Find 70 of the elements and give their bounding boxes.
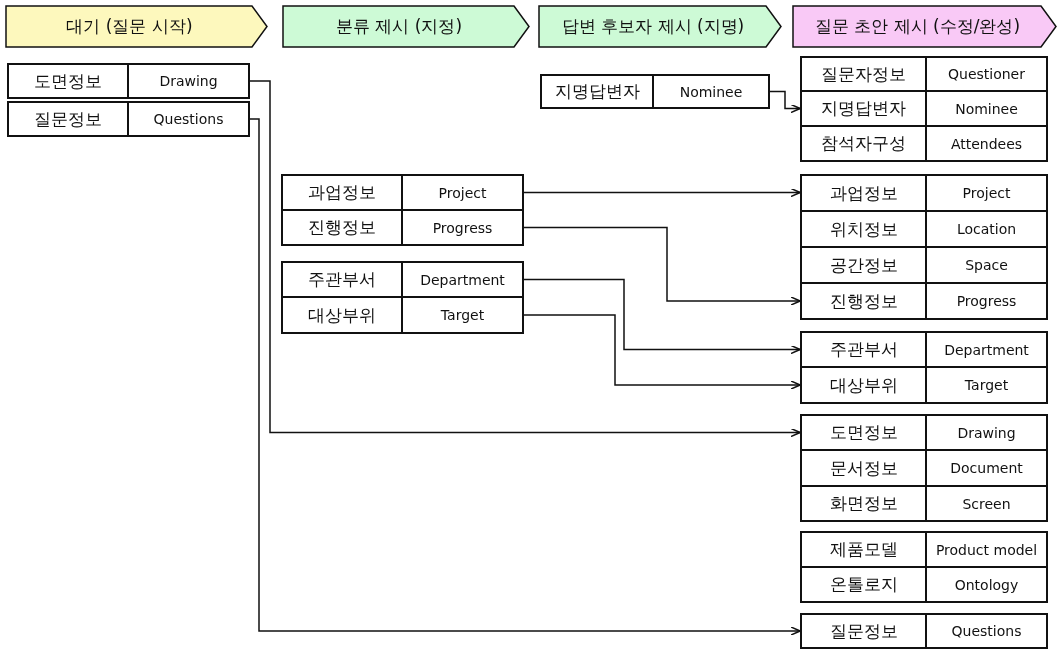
english-term: Ontology bbox=[953, 576, 1020, 593]
korean-term: 대상부위 bbox=[802, 368, 927, 402]
stage-label: 답변 후보자 제시 (지명) bbox=[560, 15, 746, 38]
table-row bbox=[800, 282, 1048, 320]
table-row bbox=[7, 101, 250, 137]
english-term: Product model bbox=[934, 541, 1039, 558]
english-term: Target bbox=[963, 377, 1010, 393]
korean-term: 진행정보 bbox=[802, 284, 927, 318]
table-row bbox=[800, 210, 1048, 248]
table-row bbox=[800, 566, 1048, 603]
english-term: Drawing bbox=[158, 73, 219, 89]
english-term: Space bbox=[964, 257, 1009, 273]
english-term: Target bbox=[439, 307, 486, 323]
english-term: Project bbox=[961, 185, 1012, 201]
table-row bbox=[281, 174, 524, 211]
table-row bbox=[800, 331, 1048, 368]
table-row bbox=[800, 246, 1048, 284]
korean-term: 대상부위 bbox=[283, 298, 403, 332]
english-term: Document bbox=[949, 460, 1024, 476]
stage-header-banner bbox=[282, 5, 530, 48]
table-row bbox=[800, 531, 1048, 568]
table-row bbox=[800, 174, 1048, 212]
table-row bbox=[800, 56, 1048, 92]
stage-header-banner bbox=[5, 5, 268, 48]
english-term: Department bbox=[419, 271, 506, 288]
arrow bbox=[523, 278, 801, 355]
korean-term: 지명답변자 bbox=[542, 76, 654, 107]
table-row bbox=[800, 414, 1048, 451]
table-row bbox=[800, 449, 1048, 487]
table-row bbox=[800, 125, 1048, 162]
english-term: Progress bbox=[431, 219, 494, 236]
stage-label: 질문 초안 제시 (수정/완성) bbox=[813, 15, 1022, 38]
korean-term: 온톨로지 bbox=[802, 568, 927, 601]
stage-header-banner bbox=[792, 5, 1057, 48]
english-term: Nominee bbox=[954, 100, 1019, 117]
korean-term: 도면정보 bbox=[9, 65, 129, 97]
english-term: Drawing bbox=[956, 424, 1017, 441]
korean-term: 질문정보 bbox=[9, 103, 129, 135]
stage-label: 대기 (질문 시작) bbox=[65, 15, 194, 38]
english-term: Project bbox=[437, 184, 488, 201]
table-row bbox=[281, 296, 524, 334]
english-term: Attendees bbox=[949, 135, 1024, 152]
korean-term: 진행정보 bbox=[283, 211, 403, 244]
english-term: Department bbox=[943, 341, 1030, 358]
english-term: Questions bbox=[950, 623, 1023, 639]
korean-term: 질문정보 bbox=[802, 615, 927, 647]
arrow bbox=[249, 118, 801, 636]
arrow bbox=[769, 90, 801, 114]
table-row bbox=[281, 209, 524, 246]
korean-term: 화면정보 bbox=[802, 487, 927, 520]
table-row bbox=[800, 613, 1048, 649]
arrow bbox=[523, 226, 801, 306]
english-term: Progress bbox=[955, 293, 1018, 309]
table-row bbox=[281, 261, 524, 298]
table-row bbox=[800, 90, 1048, 127]
stage-header-banner bbox=[538, 5, 782, 48]
english-term: Questioner bbox=[947, 66, 1026, 82]
arrow bbox=[249, 80, 801, 438]
english-term: Nominee bbox=[678, 83, 744, 100]
arrow bbox=[523, 187, 801, 198]
english-term: Screen bbox=[961, 495, 1012, 512]
arrow bbox=[523, 314, 801, 390]
table-row bbox=[800, 366, 1048, 404]
table-row bbox=[540, 74, 770, 109]
stage-label: 분류 제시 (지정) bbox=[334, 15, 464, 38]
korean-term: 참석자구성 bbox=[802, 127, 927, 160]
english-term: Location bbox=[955, 221, 1018, 237]
english-term: Questions bbox=[152, 111, 225, 127]
table-row bbox=[800, 485, 1048, 522]
table-row bbox=[7, 63, 250, 99]
